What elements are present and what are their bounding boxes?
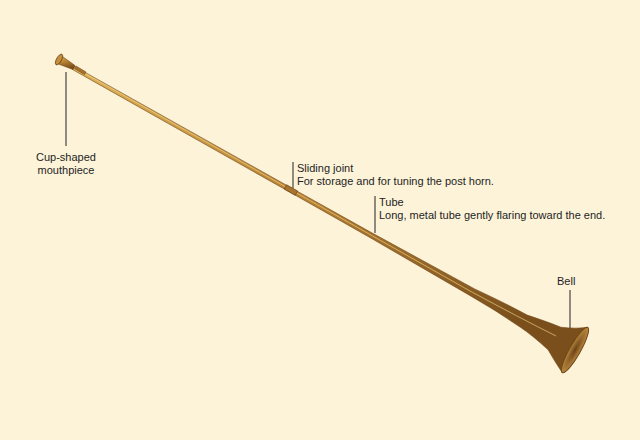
tube-highlight [74, 67, 556, 336]
part-note: For storage and for tuning the post horn… [297, 175, 494, 188]
bell-opening [557, 325, 592, 376]
leader-line [66, 72, 67, 146]
part-name: Cup-shaped mouthpiece [34, 151, 98, 177]
part-name: Bell [557, 275, 575, 288]
part-name: Sliding joint [297, 162, 353, 175]
part-note: Long, metal tube gently flaring toward t… [379, 209, 605, 222]
mouthpiece-ferrule [75, 66, 87, 75]
mouthpiece-rim [54, 53, 64, 66]
sliding-joint [284, 185, 297, 196]
leader-line [293, 162, 294, 188]
leader-line [375, 196, 376, 233]
part-name: Tube [379, 196, 404, 209]
